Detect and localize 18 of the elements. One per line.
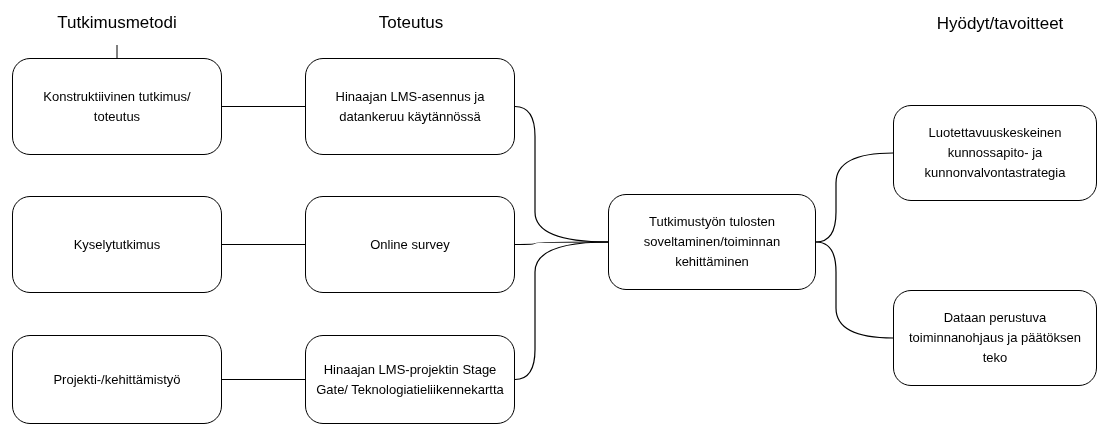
process-box: Dataan perustuva toiminnanohjaus ja päätöksen teko xyxy=(893,290,1097,386)
column-heading: Tutkimusmetodi xyxy=(57,12,177,35)
process-box: Konstruktiivinen tutkimus/ toteutus xyxy=(12,58,222,155)
process-box: Online survey xyxy=(305,196,515,293)
connector-line xyxy=(221,105,306,108)
process-box: Hinaajan LMS-projektin Stage Gate/ Teknologiatieliikennekartta xyxy=(305,335,515,424)
column-heading: Toteutus xyxy=(378,12,444,35)
process-box: Hinaajan LMS-asennus ja datankeruu käytännössä xyxy=(305,58,515,155)
connector-line xyxy=(514,241,609,381)
connector-line xyxy=(815,241,894,339)
column-heading: Hyödyt/tavoitteet xyxy=(936,13,1064,36)
connector-line xyxy=(815,152,894,243)
connector-line xyxy=(221,378,306,381)
process-box: Tutkimustyön tulosten soveltaminen/toiminnan kehittäminen xyxy=(608,194,816,290)
process-box: Projekti-/kehittämistyö xyxy=(12,335,222,424)
process-box: Kyselytutkimus xyxy=(12,196,222,293)
connector-line xyxy=(221,243,306,246)
process-box: Luotettavuuskeskeinen kunnossapito- ja kunnonvalvontastrategia xyxy=(893,105,1097,201)
